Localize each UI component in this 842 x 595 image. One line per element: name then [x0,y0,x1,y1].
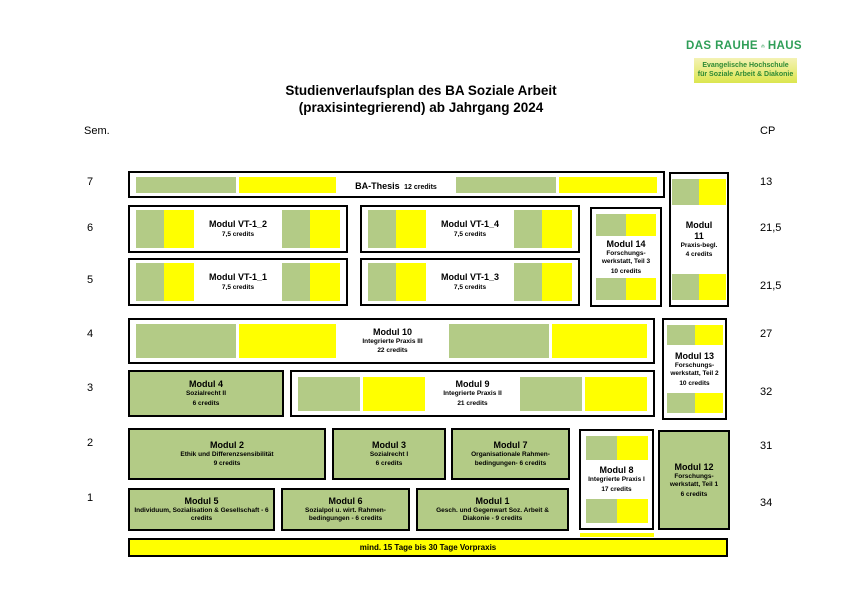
module-13-subtitle: Forschungs-werkstatt, Teil 2 [670,361,719,378]
module-3: Modul 3 Sozialrecht I 6 credits [332,428,446,480]
module-14-credits: 10 credits [610,267,642,275]
sem-label-2: 2 [86,437,94,449]
module-12-credits: 6 credits [680,490,708,498]
module-1-subtitle: Gesch. und Gegenwart Soz. Arbeit & Diako… [436,506,549,523]
module-7: Modul 7 Organisationale Rahmen-bedingung… [451,428,570,480]
sem-label-4: 4 [86,328,94,340]
module-10-credits: 22 credits [377,347,408,355]
module-vt-1-2: Modul VT-1_2 7,5 credits [128,205,348,253]
module-13-title: Modul 13 [674,350,714,361]
module-1: Modul 1 Gesch. und Gegenwart Soz. Arbeit… [416,488,569,531]
vorpraxis-bar: mind. 15 Tage bis 30 Tage Vorpraxis [128,538,728,557]
module-4-credits: 6 credits [192,399,220,407]
module-11: Modul 11 Praxis-begl. 4 credits [669,172,729,307]
module-3-subtitle: Sozialrecht I [369,450,409,458]
module-12-subtitle: Forschungs-werkstatt, Teil 1 [669,472,719,489]
sem-label-5: 5 [86,274,94,286]
module-vt-1-2-title: Modul VT-1_2 [208,219,267,229]
logo-text-left: DAS RAUHE [686,40,758,52]
module-vt-1-1-title: Modul VT-1_1 [208,272,267,282]
module-8-title: Modul 8 [599,465,634,476]
page-title-line1: Studienverlaufsplan des BA Soziale Arbei… [285,83,557,98]
module-10-subtitle: Integrierte Praxis III [362,337,423,345]
logo-brand: DAS RAUHE HAUS [686,38,802,54]
yellow-strip [580,533,654,537]
module-6-title: Modul 6 [328,495,363,506]
module-14-subtitle: Forschungs-werkstatt, Teil 3 [601,249,651,266]
module-14: Modul 14 Forschungs-werkstatt, Teil 3 10… [590,207,662,307]
module-6-subtitle: Sozialpol u. wirt. Rahmen-bedingungen - … [305,506,386,523]
module-2: Modul 2 Ethik und Differenzsensibilität … [128,428,326,480]
module-9-credits: 21 credits [457,399,488,407]
module-11-credits: 4 credits [685,251,713,259]
cp-value-sem3: 32 [760,386,773,398]
module-5-subtitle: Individuum, Sozialisation & Gesellschaft… [134,506,269,523]
logo-subtitle: Evangelische Hochschule für Soziale Arbe… [694,58,797,83]
sem-axis-header: Sem. [84,125,110,137]
sem-label-1: 1 [86,492,94,504]
page-title: Studienverlaufsplan des BA Soziale Arbei… [0,82,842,116]
module-4: Modul 4 Sozialrecht II 6 credits [128,370,284,417]
module-vt-1-2-credits: 7,5 credits [221,231,255,238]
module-vt-1-1: Modul VT-1_1 7,5 credits [128,258,348,306]
logo-text-right: HAUS [767,40,802,52]
cp-value-sem2: 31 [760,440,773,452]
module-9-title: Modul 9 [455,379,490,390]
module-vt-1-4-credits: 7,5 credits [453,231,487,238]
module-6: Modul 6 Sozialpol u. wirt. Rahmen-beding… [281,488,410,531]
module-7-subtitle: Organisationale Rahmen-bedingungen- 6 cr… [471,451,550,467]
sem-label-7: 7 [86,176,94,188]
module-13: Modul 13 Forschungs-werkstatt, Teil 2 10… [662,318,727,420]
module-13-credits: 10 credits [679,379,710,387]
cp-value-sem6: 21,5 [760,222,782,234]
module-7-title: Modul 7 [493,440,528,450]
cp-value-sem1: 34 [760,497,773,509]
cp-value-sem5: 21,5 [760,280,782,292]
module-14-title: Modul 14 [606,238,646,249]
sem-label-3: 3 [86,382,94,394]
module-10-title: Modul 10 [372,326,412,337]
module-11-title: Modul 11 [685,219,713,241]
module-vt-1-4: Modul VT-1_4 7,5 credits [360,205,580,253]
page-title-line2: (praxisintegrierend) ab Jahrgang 2024 [298,100,544,115]
module-8: Modul 8 Integrierte Praxis I 17 credits [579,429,654,530]
module-vt-1-1-credits: 7,5 credits [221,284,255,291]
logo-subtitle-line2: für Soziale Arbeit & Diakonie [697,71,794,79]
module-vt-1-3: Modul VT-1_3 7,5 credits [360,258,580,306]
module-vt-1-3-credits: 7,5 credits [453,284,487,291]
module-3-title: Modul 3 [372,439,406,450]
module-vt-1-3-title: Modul VT-1_3 [440,272,499,282]
logo: DAS RAUHE HAUS Evangelische Hochschule f… [686,38,802,83]
module-8-credits: 17 credits [601,485,632,493]
module-1-title: Modul 1 [475,495,510,506]
vorpraxis-label: mind. 15 Tage bis 30 Tage Vorpraxis [359,543,497,552]
module-5-title: Modul 5 [184,495,219,506]
module-8-subtitle: Integrierte Praxis I [588,476,645,484]
module-2-subtitle: Ethik und Differenzsensibilität [180,450,274,458]
module-9-subtitle: Integrierte Praxis II [443,390,502,398]
module-12: Modul 12 Forschungs-werkstatt, Teil 1 6 … [658,430,730,530]
module-3-credits: 6 credits [375,460,403,468]
cp-axis-header: CP [760,125,776,137]
sem-label-6: 6 [86,222,94,234]
module-10: Modul 10 Integrierte Praxis III 22 credi… [128,318,655,364]
module-2-title: Modul 2 [210,439,244,450]
module-9: Modul 9 Integrierte Praxis II 21 credits [290,370,655,417]
module-2-credits: 9 credits [213,460,241,468]
module-vt-1-4-title: Modul VT-1_4 [440,219,499,229]
rauhes-haus-logo-icon [761,44,765,48]
logo-subtitle-line1: Evangelische Hochschule [702,61,789,69]
cp-value-sem7: 13 [760,176,773,188]
module-4-subtitle: Sozialrecht II [185,390,227,398]
module-11-subtitle: Praxis-begl. [680,241,718,249]
module-ba-thesis: BA-Thesis 12 credits [128,171,665,198]
module-5: Modul 5 Individuum, Sozialisation & Gese… [128,488,275,531]
cp-value-sem4: 27 [760,328,773,340]
module-4-title: Modul 4 [189,379,223,390]
module-12-title: Modul 12 [674,461,714,472]
module-ba-thesis-label: BA-Thesis 12 credits [355,180,437,191]
